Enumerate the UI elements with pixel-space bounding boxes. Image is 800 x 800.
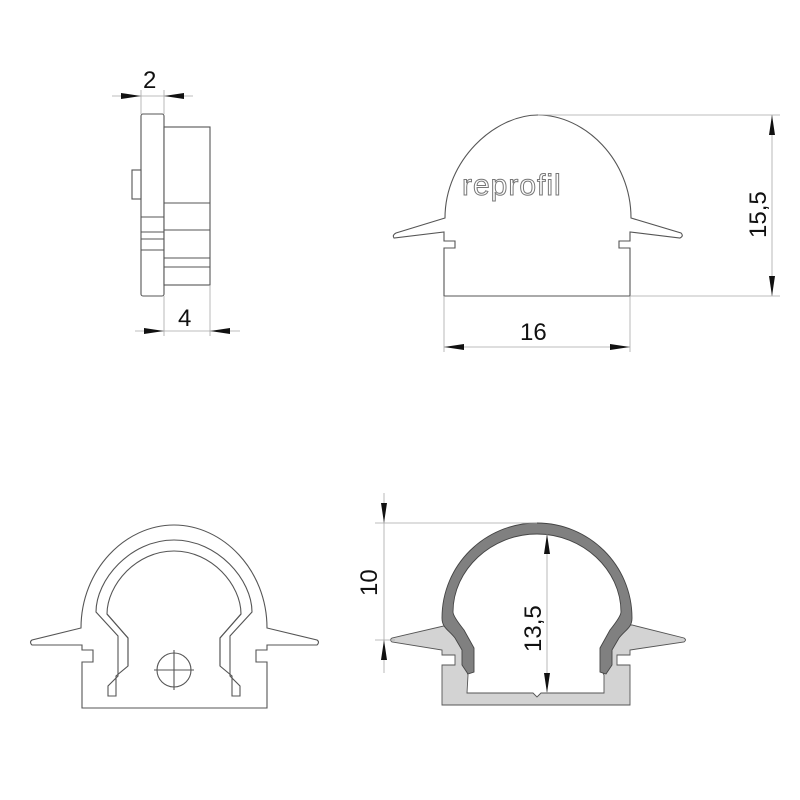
side-body	[163, 126, 211, 286]
back-view	[29, 524, 320, 709]
dim-height: 15,5	[745, 191, 772, 238]
section-view: 10 13,5	[356, 493, 686, 706]
brand-logo: reprofil	[462, 169, 562, 202]
side-view: 2 4	[112, 67, 240, 336]
back-inner-arc-inner	[106, 613, 242, 666]
front-cap-outline	[392, 114, 683, 297]
dim-inner-height: 13,5	[520, 605, 547, 652]
diffuser-cover	[441, 522, 633, 675]
side-tab	[131, 169, 142, 200]
front-view: reprofil 15,5 16	[392, 114, 780, 352]
dim-width: 16	[520, 319, 547, 346]
dim-dome-height: 10	[356, 569, 383, 596]
dim-flange-thickness: 2	[143, 67, 156, 94]
back-cap-outline	[29, 524, 320, 709]
dim-body-depth: 4	[178, 305, 191, 332]
side-flange	[140, 113, 165, 297]
